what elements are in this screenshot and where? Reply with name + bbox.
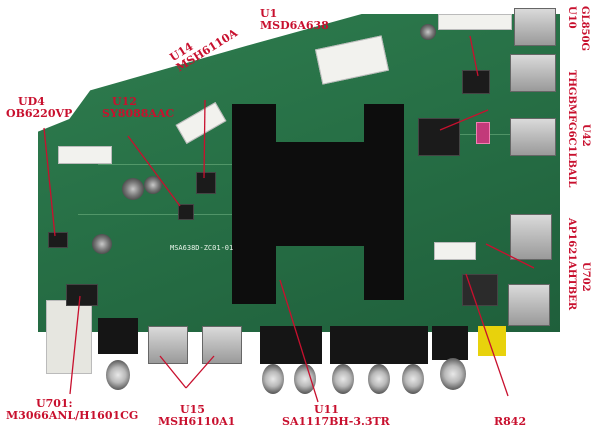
leader-line [279,279,319,403]
label-u702: AP1621AHTBER [566,218,577,310]
heatsink-center [276,142,376,246]
label-u1-part: MSD6A638 [260,18,329,32]
leader-line [69,295,81,395]
label-u701-part: M3066ANL/H1601CG [6,408,139,422]
label-u10-ref: U10 [566,6,577,29]
leader-line [439,109,489,131]
ic-chip [48,232,68,248]
label-r842: R842 [494,415,527,428]
label-u42: THGBMFG6C1LBAIL [566,70,577,187]
leader-line [465,273,509,397]
label-u1-ref: U1 [260,7,278,20]
av-jack-base [260,326,322,364]
white-connector [58,146,112,164]
label-u42-part: THGBMFG6C1LBAIL [566,70,577,188]
pink-tag [476,122,490,144]
heatsink-right [364,104,404,300]
rca-jack [332,364,354,394]
label-u11-part: SA1117BH-3.3TR [282,414,390,428]
capacitor [92,234,112,254]
white-connector [438,14,512,30]
heatsink-left [232,104,276,304]
label-u15-part: MSH6110A1 [158,414,236,428]
ic-chip [66,284,98,306]
label-u1: U1 MSD6A638 [260,8,329,31]
leader-line [485,243,535,269]
av-jack-base [432,326,468,360]
label-u12-part: SY8088AAC [102,106,175,120]
rca-jack [106,360,130,390]
usb-hub-chip [462,70,490,94]
label-u4-ref: UD4 [18,95,45,108]
label-u10: U10 [566,6,577,29]
label-u4: UD4 OB6220VP [6,96,72,119]
audio-jack-base [98,318,138,354]
board-silkscreen: MSA638D-ZC01-01 [170,244,234,252]
usb-port [510,54,556,92]
label-u12: U12 SY8088AAC [102,96,174,119]
leader-line [203,99,206,179]
usb-port [510,118,556,156]
rca-jack [402,364,424,394]
label-u10-part: GL850G [579,6,590,51]
capacitor [122,178,144,200]
usb-port [508,284,550,326]
capacitor [144,176,162,194]
rca-jack [440,358,466,390]
leader-line [159,355,187,389]
leader-line [127,135,181,207]
label-u4-part: OB6220VP [6,106,73,120]
white-connector [46,300,92,374]
label-u702-part: AP1621AHTBER [566,218,577,311]
label-u701-ref: U701: [36,397,73,410]
label-u15: U15 MSH6110A1 [158,404,235,427]
label-u701: U701: M3066ANL/H1601CG [6,398,138,421]
rca-jack [368,364,390,394]
leader-line [185,355,215,389]
rca-jack [294,364,316,394]
leader-line [43,127,56,237]
leader-line [469,35,479,77]
hdmi-port [510,214,552,260]
rca-jack [262,364,284,394]
regulator-chip [178,204,194,220]
label-u42-ref: U42 [580,124,591,147]
label-u12-ref: U12 [112,95,137,108]
pcb-trace [98,164,278,165]
hdmi-port [148,326,188,364]
label-u11-ref: U11 [314,403,339,416]
white-connector [434,242,476,260]
usb-port [514,8,556,46]
label-u15-ref: U15 [180,403,205,416]
regulator-chip [196,172,216,194]
av-jack-base [330,326,428,364]
hdmi-port [202,326,242,364]
label-u702-ref: U702 [580,262,591,292]
label-u11: U11 SA1117BH-3.3TR [282,404,390,427]
capacitor [420,24,436,40]
